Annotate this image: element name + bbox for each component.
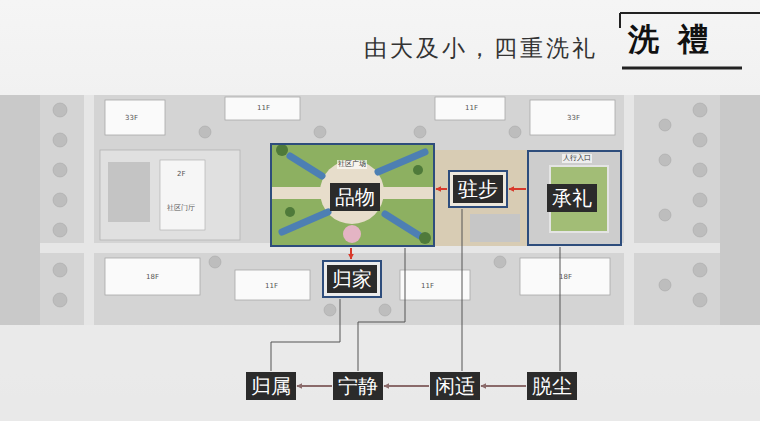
flow-arrow: [481, 385, 526, 387]
floor-count: 33F: [566, 114, 581, 123]
feeling-box: 宁静: [333, 372, 383, 400]
stage-label: 宁静: [333, 372, 383, 400]
cherry-tree: [343, 225, 361, 243]
plan-band: [0, 95, 760, 325]
entry-paving: [527, 150, 622, 246]
feeling-box: 闲适: [430, 372, 480, 400]
place-name: 人行入口: [562, 154, 592, 163]
heading-frame: [620, 13, 760, 68]
leader-line: [560, 247, 561, 371]
place-name: 社区广场: [337, 160, 367, 169]
floor-count: 33F: [124, 114, 139, 123]
entrance-zone: 承礼: [527, 150, 622, 246]
floor-count: 11F: [420, 282, 435, 291]
road: [624, 95, 634, 325]
heading-mark: 洗 禮: [628, 20, 713, 58]
feeling-box: 脱尘: [527, 372, 577, 400]
stage-label: 脱尘: [527, 372, 577, 400]
flow-arrow: [436, 188, 447, 190]
flow-arrow: [509, 188, 526, 190]
stage-label: 驻步: [453, 175, 503, 203]
floor-count: 18F: [558, 273, 573, 282]
place-name: 社区门厅: [166, 204, 196, 213]
garden-lawn: [270, 143, 435, 247]
flow-arrow: [297, 385, 332, 387]
garden-zone: 品物: [270, 143, 435, 247]
floor-count: 11F: [264, 282, 279, 291]
floor-count: 18F: [145, 273, 160, 282]
pause-area: [435, 150, 527, 246]
flow-arrow: [384, 385, 429, 387]
stage-label: 归家: [327, 265, 377, 293]
clubhouse-hall: [160, 160, 205, 230]
road: [84, 95, 94, 325]
stage-box: 驻步: [448, 170, 508, 208]
slide-title: 由大及小，四重洗礼: [364, 33, 598, 64]
garden-trees: [276, 144, 431, 244]
pavilion: [470, 214, 520, 242]
courtyard: [108, 162, 150, 222]
flow-arrow: [350, 248, 352, 259]
stage-label: 归属: [246, 372, 296, 400]
floor-count: 11F: [464, 104, 479, 113]
stage-label: 承礼: [547, 184, 597, 212]
floor-count: 11F: [256, 104, 271, 113]
leader-line: [462, 209, 463, 371]
stage-label: 闲适: [430, 372, 480, 400]
leader-line: [271, 299, 340, 371]
stage-box: 归家: [322, 260, 382, 298]
stage-label: 品物: [330, 183, 380, 211]
floor-count: 2F: [176, 170, 186, 179]
side-zone: [720, 95, 760, 325]
feeling-box: 归属: [246, 372, 296, 400]
clubhouse: [100, 150, 240, 240]
lower-ground: [0, 325, 760, 421]
water-feature: [282, 152, 425, 236]
side-zone: [0, 95, 40, 325]
